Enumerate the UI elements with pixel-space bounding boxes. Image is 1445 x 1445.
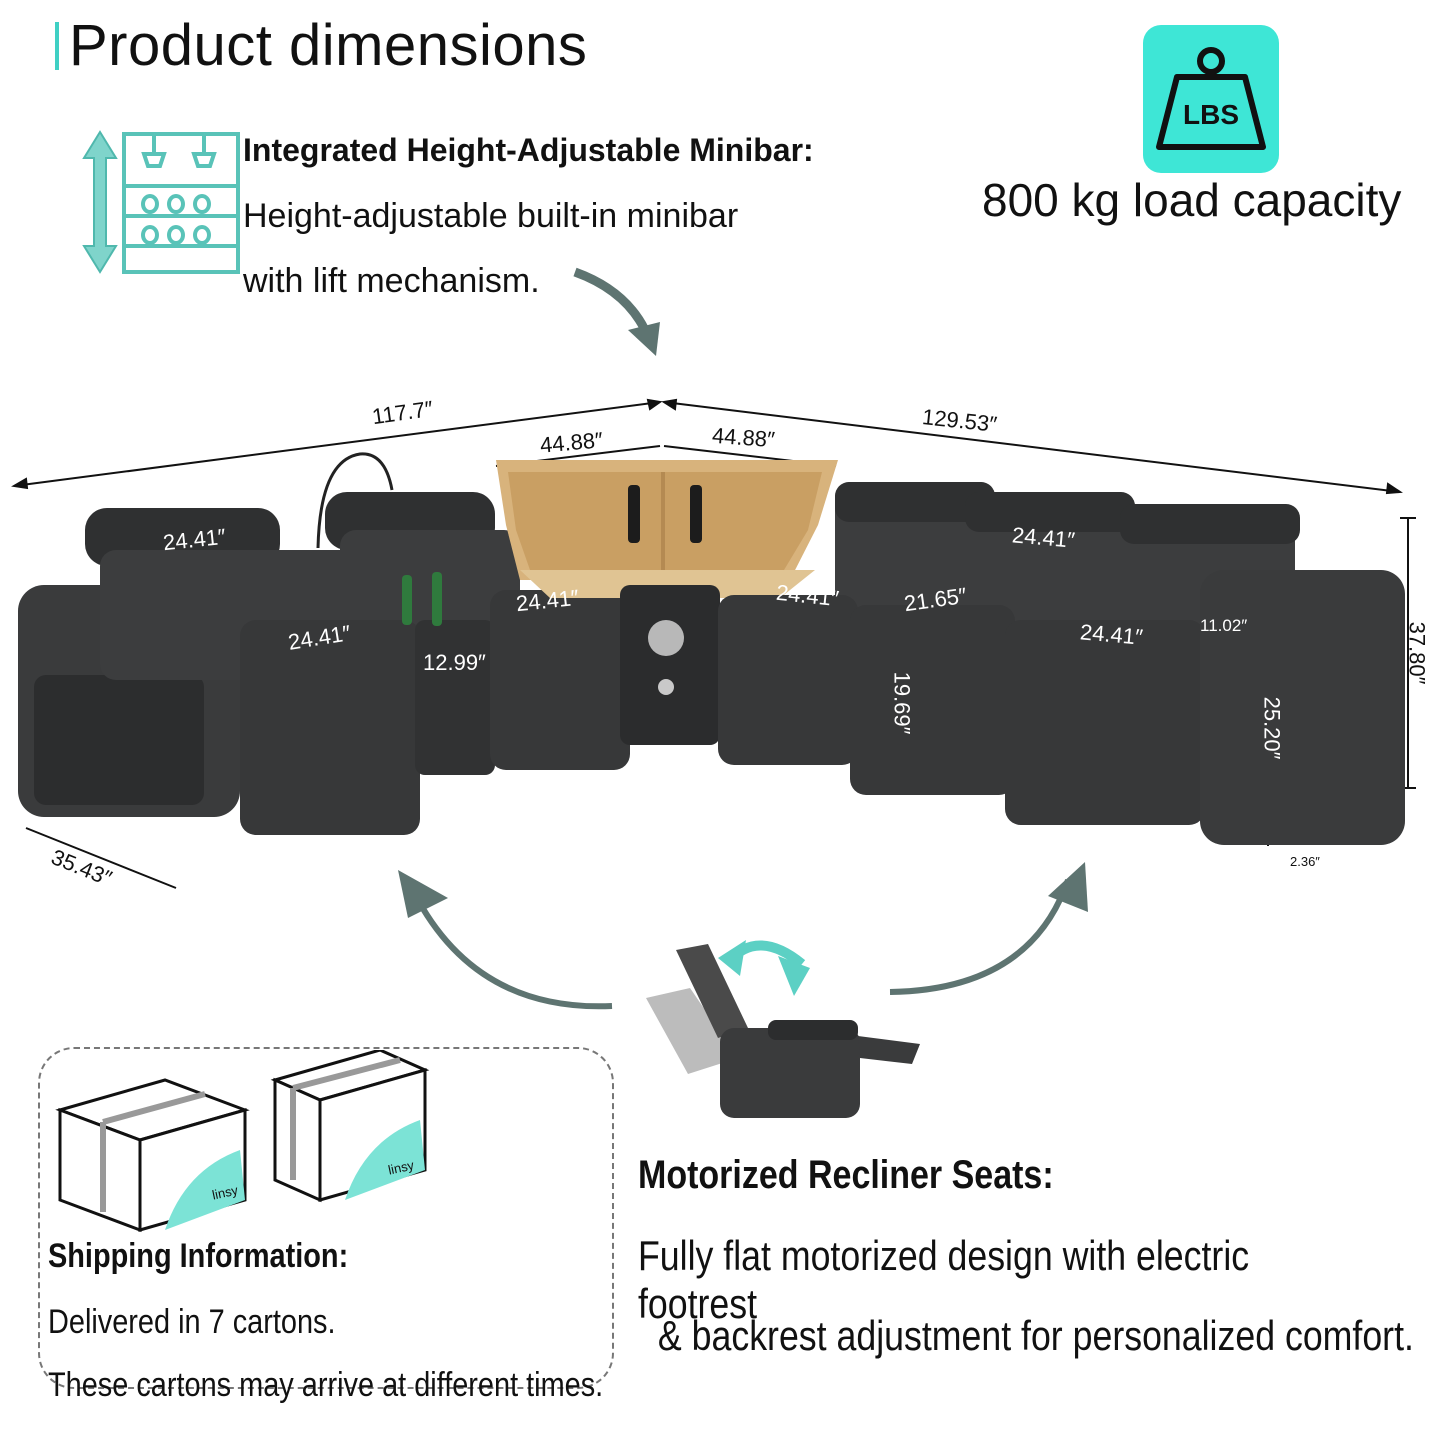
- page-title: Product dimensions: [69, 13, 588, 78]
- right-arrow-head: [1048, 862, 1088, 912]
- left-curved-arrow: [415, 898, 613, 1010]
- minibar-desc-line2: with lift mechanism.: [243, 262, 540, 300]
- load-capacity-text: 800 kg load capacity: [982, 174, 1402, 226]
- dim-bar-right: 44.88″: [711, 422, 776, 453]
- dim-bar-left: 44.88″: [538, 427, 604, 458]
- right-curved-arrow: [889, 879, 1071, 995]
- recliner-title: Motorized Recliner Seats:: [638, 1153, 1054, 1197]
- carton-box-icon: [55, 1050, 430, 1233]
- minibar-title: Integrated Height-Adjustable Minibar:: [243, 132, 814, 168]
- dim-arm-width: 11.02″: [1200, 616, 1248, 635]
- dim-seat-height: 19.69″: [889, 671, 915, 735]
- recliner-desc-line1: Fully flat motorized design with electri…: [638, 1232, 1250, 1327]
- shipping-title: Shipping Information:: [48, 1237, 349, 1275]
- weight-icon-label: LBS: [1183, 99, 1239, 130]
- sofa-illustration: [11, 398, 1416, 889]
- minibar-desc-line1: Height-adjustable built-in minibar: [243, 197, 739, 235]
- recliner-desc-line2: & backrest adjustment for personalized c…: [648, 1312, 1414, 1359]
- weight-icon: LBS: [1143, 25, 1279, 173]
- minibar-arrow: [573, 267, 650, 333]
- dim-arm-height: 25.20″: [1259, 696, 1285, 760]
- dim-leg-height: 2.36″: [1290, 854, 1320, 869]
- shipping-line2: These cartons may arrive at different ti…: [48, 1366, 604, 1404]
- title-accent-bar: [55, 22, 59, 70]
- shipping-line1: Delivered in 7 cartons.: [48, 1303, 336, 1341]
- dim-console-width: 12.99″: [423, 650, 486, 675]
- minibar-height-icon: [82, 130, 240, 274]
- dim-total-height: 37.80″: [1404, 621, 1430, 685]
- dim-headrest-right: 24.41″: [1011, 522, 1076, 553]
- shipping-info-panel: [38, 1047, 614, 1389]
- minibar-arrow-head: [628, 322, 660, 356]
- dim-seat-right: 24.41″: [1079, 619, 1144, 650]
- recliner-chair-icon: [646, 940, 920, 1118]
- left-arrow-head: [398, 870, 448, 918]
